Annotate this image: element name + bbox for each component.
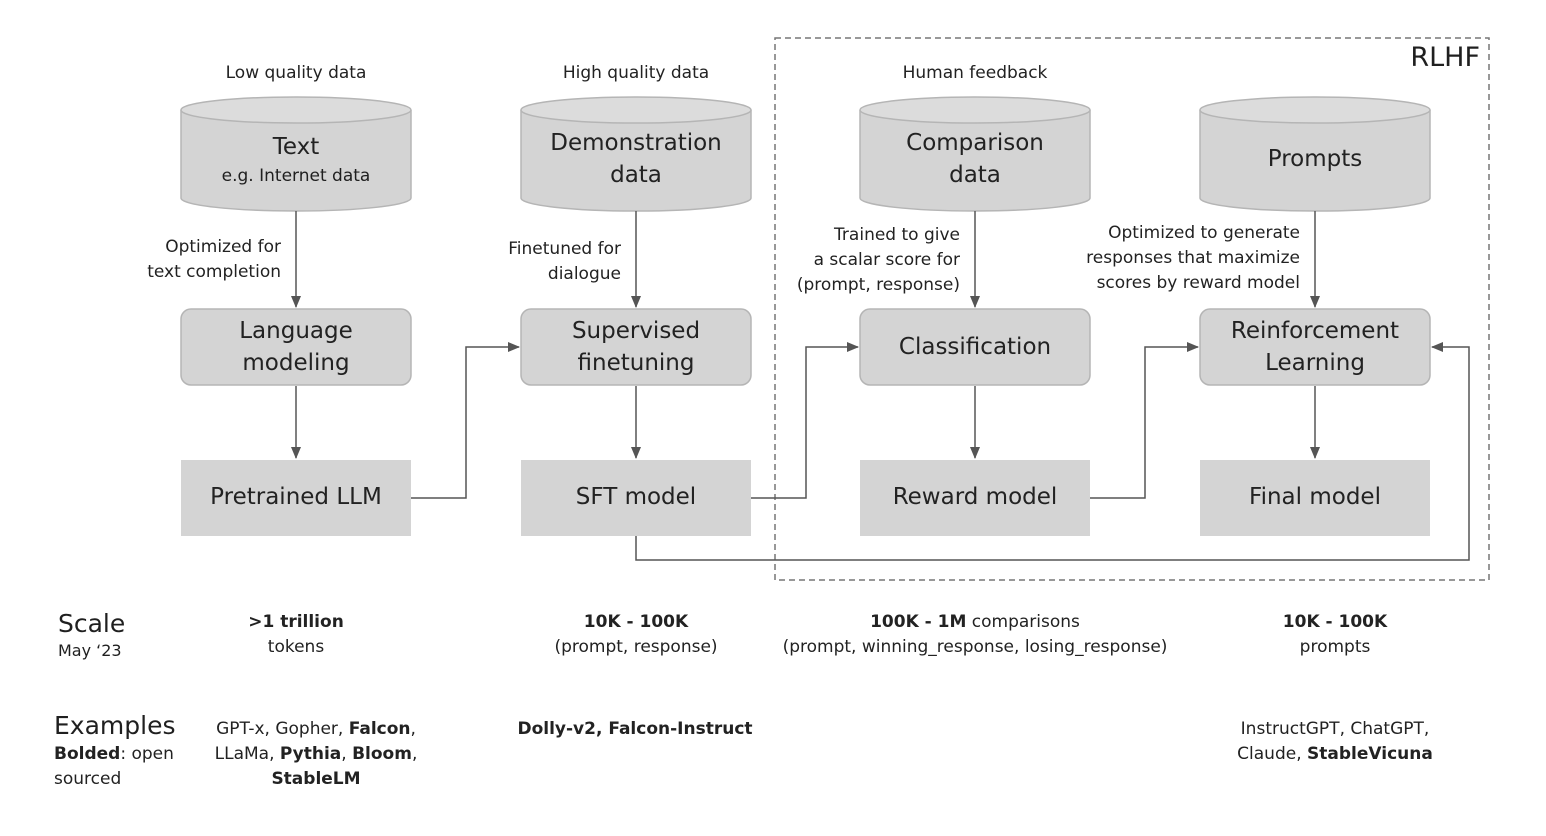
ex-gpt-gopher: GPT-x, Gopher, — [216, 719, 349, 739]
data-label-high-quality: High quality data — [562, 63, 710, 83]
process-box-supervised-finetuning — [520, 308, 752, 386]
ex-comma-2: , — [341, 744, 353, 764]
cylinder-prompts — [1199, 96, 1431, 212]
ex-stablelm: StableLM — [271, 769, 361, 789]
edge-label-finetuned-1: Finetuned for — [508, 239, 621, 259]
output-box-pretrained-llm — [181, 460, 411, 536]
examples-col2-line1: Dolly-v2, Falcon-Instruct — [480, 718, 790, 741]
edge-label-rl-2: responses that maximize — [1086, 248, 1300, 268]
cylinder-comparison-data — [859, 96, 1091, 212]
output-box-reward-model — [860, 460, 1090, 536]
ex-llama: LLaMa, — [214, 744, 280, 764]
rlhf-label: RLHF — [1410, 42, 1480, 73]
ex-dolly-falcon-instruct: Dolly-v2, Falcon-Instruct — [517, 719, 753, 739]
scale-col1-line2: tokens — [267, 637, 325, 657]
ex-bloom: Bloom — [352, 744, 412, 764]
scale-col2-line1: 10K - 100K — [521, 611, 751, 634]
examples-legend-line2: sourced — [54, 769, 122, 789]
output-reward-model-label: Reward model — [892, 484, 1058, 510]
scale-col4-line1: 10K - 100K — [1220, 611, 1450, 634]
ex-claude: Claude, — [1237, 744, 1308, 764]
examples-col1-line2: LLaMa, Pythia, Bloom, — [181, 743, 451, 766]
examples-col1-line3: StableLM — [181, 768, 451, 791]
cylinder-demonstration-line2: data — [610, 162, 662, 188]
cylinder-text-data — [180, 96, 412, 212]
cylinder-prompts-label: Prompts — [1267, 146, 1363, 172]
process-box-classification — [859, 308, 1091, 386]
process-language-line1: Language — [239, 318, 353, 344]
connector-sftmodel-to-classification — [751, 342, 859, 499]
ex-falcon: Falcon — [348, 719, 411, 739]
edge-label-trained-2: a scalar score for — [813, 250, 960, 270]
examples-col4-line2: Claude, StableVicuna — [1200, 743, 1470, 766]
cylinder-demonstration-line1: Demonstration — [550, 130, 722, 156]
cylinder-text-title: Text — [272, 134, 320, 160]
edge-label-trained-1: Trained to give — [834, 225, 960, 245]
ex-comma-1: , — [410, 719, 416, 739]
examples-col1-line1: GPT-x, Gopher, Falcon, — [181, 718, 451, 741]
edge-label-optimized-completion-2: text completion — [147, 262, 281, 282]
process-supervised-line1: Supervised — [571, 318, 701, 344]
process-language-line2: modeling — [242, 350, 350, 376]
output-box-sft-model — [521, 460, 751, 536]
process-reinforcement-line2: Learning — [1265, 350, 1365, 376]
process-supervised-line2: finetuning — [577, 350, 695, 376]
scale-date: May ‘23 — [58, 641, 122, 660]
scale-col3-rest: comparisons — [966, 612, 1080, 632]
scale-col3-line1: 100K - 1M comparisons — [760, 611, 1190, 634]
output-pretrained-llm-label: Pretrained LLM — [210, 484, 382, 510]
output-box-final-model — [1200, 460, 1430, 536]
examples-legend-rest: : open — [120, 744, 174, 764]
connector-pretrained-to-sft — [411, 342, 520, 499]
scale-col2-line2: (prompt, response) — [554, 637, 718, 657]
scale-col3-bold: 100K - 1M — [870, 612, 967, 632]
scale-col4-line2: prompts — [1299, 637, 1371, 657]
data-label-low-quality: Low quality data — [225, 63, 367, 83]
edge-label-trained-3: (prompt, response) — [796, 275, 960, 295]
examples-col4-line1: InstructGPT, ChatGPT, — [1200, 718, 1470, 741]
connector-reward-to-rl — [1090, 342, 1199, 499]
data-label-human-feedback: Human feedback — [902, 63, 1048, 83]
ex-comma-3: , — [411, 744, 418, 764]
ex-stablevicuna: StableVicuna — [1307, 744, 1433, 764]
process-classification-label: Classification — [898, 334, 1052, 360]
output-final-model-label: Final model — [1249, 484, 1381, 510]
scale-col1-bold: >1 trillion — [248, 612, 344, 632]
rlhf-region-border — [774, 37, 1490, 581]
scale-col2-bold: 10K - 100K — [583, 612, 689, 632]
examples-legend-line1: Bolded: open — [54, 743, 174, 766]
edge-label-rl-3: scores by reward model — [1096, 273, 1300, 293]
scale-col1-line1: >1 trillion — [181, 611, 411, 634]
edge-label-rl-1: Optimized to generate — [1108, 223, 1300, 243]
examples-title: Examples — [54, 711, 176, 740]
connector-sftmodel-loop-to-rl — [635, 342, 1470, 561]
scale-col3-line2: (prompt, winning_response, losing_respon… — [782, 637, 1168, 657]
edge-label-optimized-completion-1: Optimized for — [165, 237, 281, 257]
cylinder-comparison-line2: data — [949, 162, 1001, 188]
cylinder-text-subtitle: e.g. Internet data — [221, 166, 371, 186]
process-box-language-modeling — [180, 308, 412, 386]
scale-col4-bold: 10K - 100K — [1282, 612, 1388, 632]
ex-instructgpt-chatgpt: InstructGPT, ChatGPT, — [1240, 719, 1430, 739]
process-reinforcement-line1: Reinforcement — [1230, 318, 1400, 344]
examples-legend-bold: Bolded — [54, 744, 121, 764]
ex-pythia: Pythia — [279, 744, 342, 764]
scale-title: Scale — [58, 609, 126, 638]
output-sft-model-label: SFT model — [575, 484, 697, 510]
edge-label-finetuned-2: dialogue — [547, 264, 621, 284]
cylinder-comparison-line1: Comparison — [906, 130, 1044, 156]
cylinder-demonstration-data — [520, 96, 752, 212]
process-box-reinforcement-learning — [1199, 308, 1431, 386]
